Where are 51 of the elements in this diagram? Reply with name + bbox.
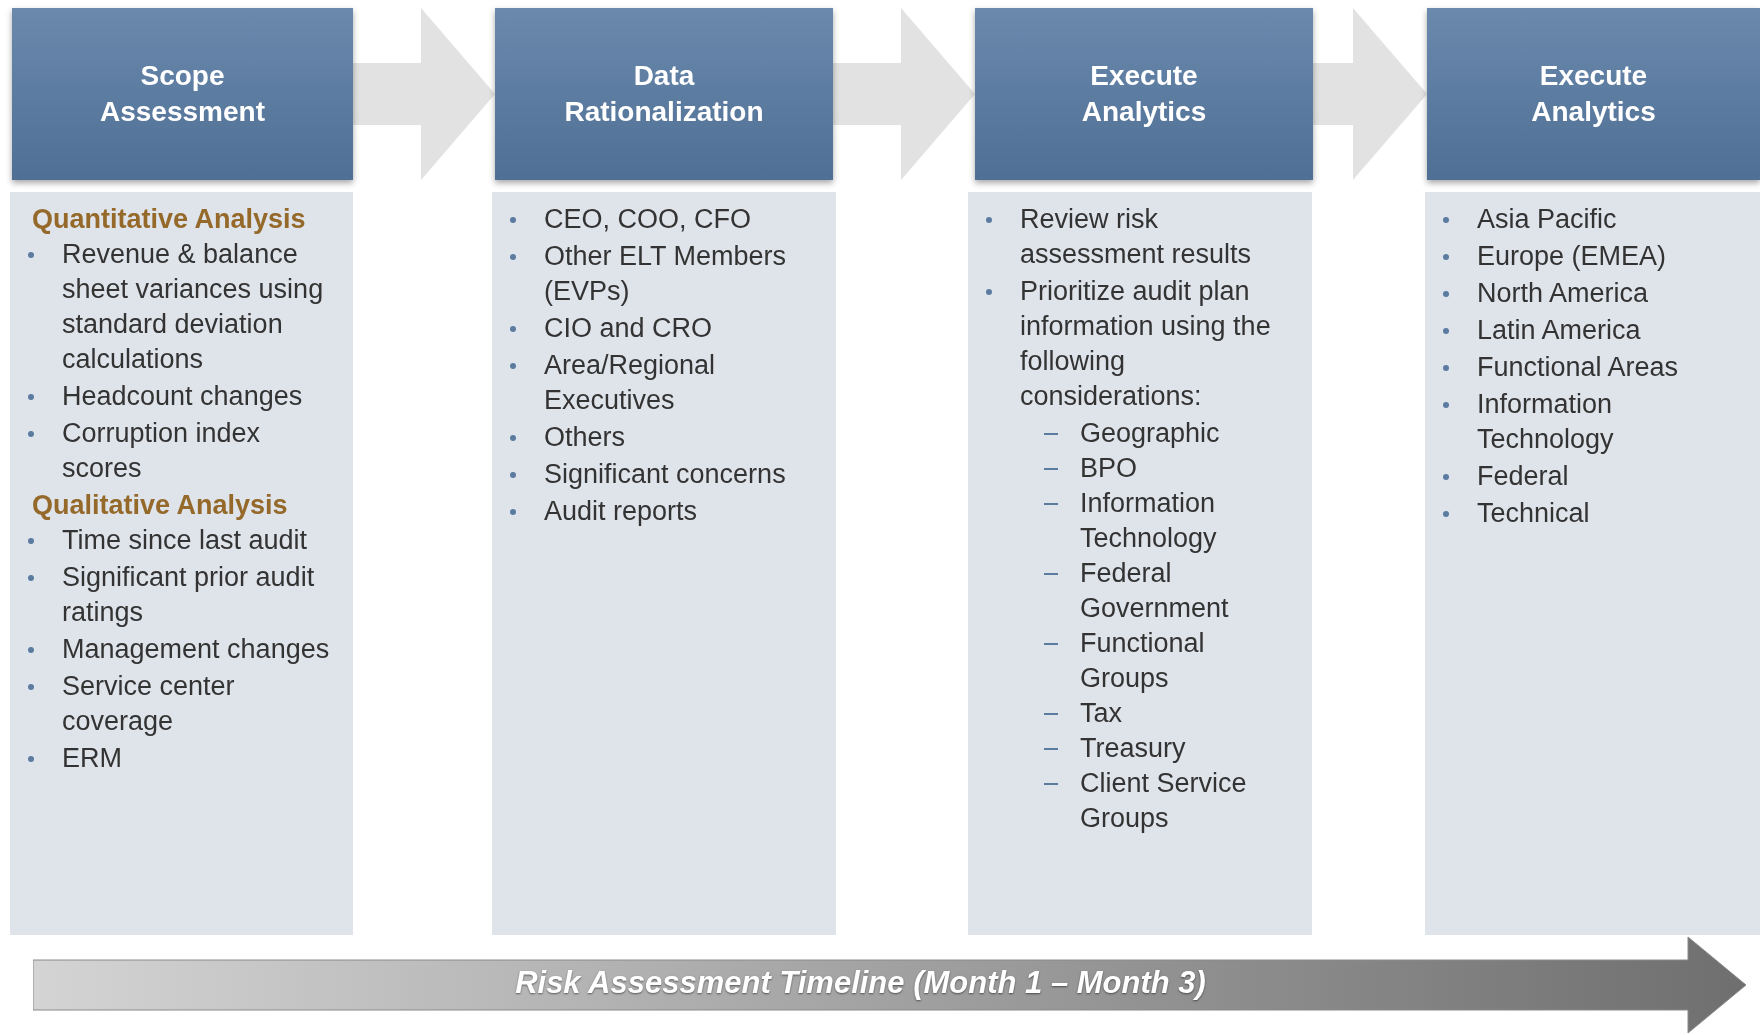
step-header	[1427, 8, 1760, 180]
sub-item: Information Technology	[1080, 488, 1217, 553]
bullet-item: Review risk assessment results	[1020, 204, 1252, 269]
bullet-item: ERM	[62, 743, 122, 773]
sub-item: Treasury	[1080, 733, 1186, 763]
chevron-arrow	[833, 8, 975, 180]
bullet-item: Information Technology	[1477, 389, 1614, 454]
bullet-item: Corruption index scores	[62, 418, 261, 483]
bullet-item: Asia Pacific	[1477, 204, 1617, 234]
bullet-item: Significant prior audit ratings	[62, 562, 315, 627]
bullet-item: CIO and CRO	[544, 313, 713, 343]
sub-item: Tax	[1080, 698, 1123, 728]
bullet-item: Service center coverage	[62, 671, 235, 736]
bullet-item: Other ELT Members (EVPs)	[544, 241, 787, 306]
step-header	[12, 8, 353, 180]
bullet-item: CEO, COO, CFO	[544, 204, 751, 234]
step-title: Execute Analytics	[1080, 59, 1208, 129]
section-heading: Qualitative Analysis	[32, 490, 288, 520]
bullet-item: Functional Areas	[1477, 352, 1679, 382]
chevron-arrow	[1313, 8, 1427, 180]
step-title: Data Rationalization	[563, 59, 765, 129]
sub-item: Functional Groups	[1080, 628, 1205, 693]
sub-item: Federal Government	[1080, 558, 1229, 623]
bullet-item: Others	[544, 422, 626, 452]
bullet-item: North America	[1477, 278, 1649, 308]
bullet-item: Prioritize audit plan information using the following considerations:	[1020, 276, 1271, 411]
step-panel	[492, 192, 836, 935]
bullet-item: Area/Regional Executives	[544, 350, 716, 415]
step-panel	[1425, 192, 1760, 935]
step-title: Scope Assessment	[99, 59, 266, 129]
bullet-item: Headcount changes	[62, 381, 303, 411]
chevron-arrow	[353, 8, 495, 180]
bullet-item: Latin America	[1477, 315, 1641, 345]
bullet-item: Europe (EMEA)	[1477, 241, 1667, 271]
step-title: Execute Analytics	[1530, 59, 1657, 129]
step-panel	[968, 192, 1312, 935]
bullet-item: Time since last audit	[62, 525, 308, 555]
bullet-item: Audit reports	[544, 496, 698, 526]
timeline-label: Risk Assessment Timeline (Month 1 – Month 3)	[514, 965, 1207, 1001]
sub-item: BPO	[1080, 453, 1138, 483]
bullet-item: Management changes	[62, 634, 330, 664]
sub-item: Client Service Groups	[1080, 768, 1247, 833]
step-header	[975, 8, 1313, 180]
bullet-item: Federal	[1477, 461, 1569, 491]
bullet-item: Technical	[1477, 498, 1590, 528]
step-header	[495, 8, 833, 180]
sub-item: Geographic	[1080, 418, 1220, 448]
section-heading: Quantitative Analysis	[32, 204, 306, 234]
bullet-item: Revenue & balance sheet variances using standard deviation calculations	[62, 239, 324, 374]
step-panel	[10, 192, 353, 935]
bullet-item: Significant concerns	[544, 459, 786, 489]
